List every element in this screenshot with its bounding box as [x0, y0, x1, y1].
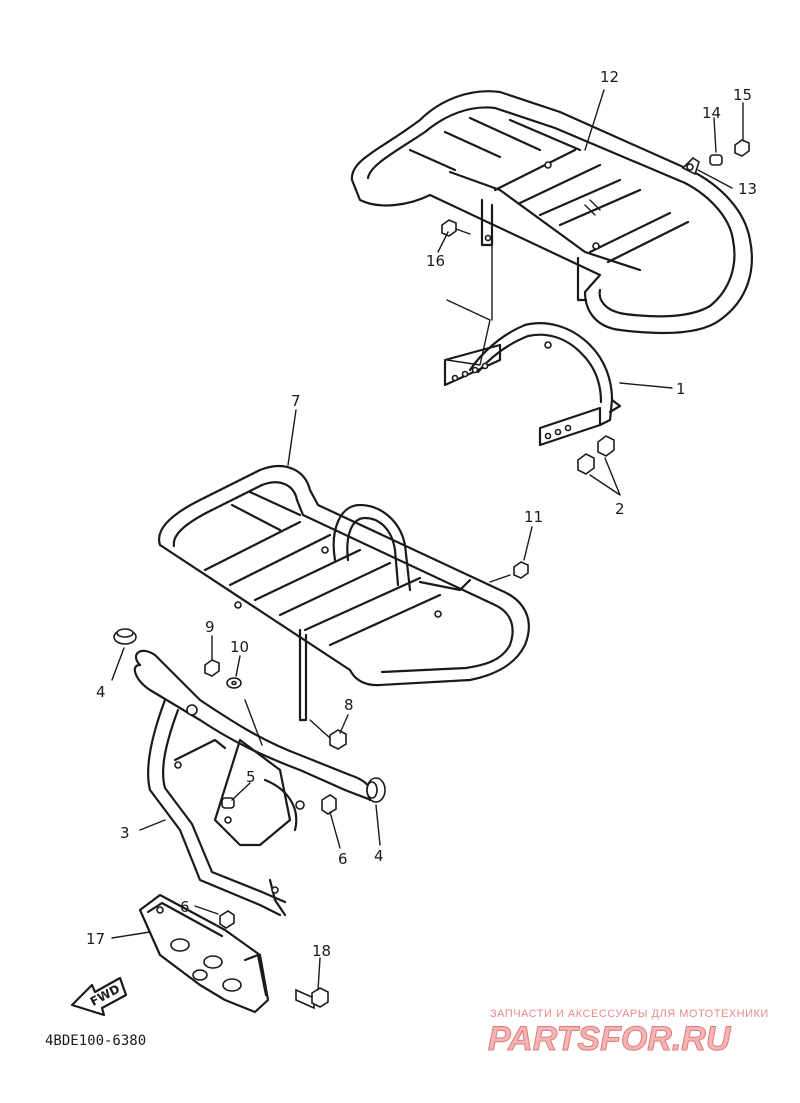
callout-18: 18	[312, 942, 331, 960]
clip-13	[681, 156, 700, 176]
callout-12: 12	[600, 68, 619, 86]
callout-9: 9	[205, 618, 215, 636]
callout-13: 13	[738, 180, 757, 198]
callout-6-right: 6	[338, 850, 348, 868]
bolt-18	[295, 987, 329, 1010]
bolt-11	[513, 561, 529, 579]
skid-plate-17	[138, 893, 270, 1014]
bolt-2	[577, 435, 615, 475]
rear-carrier-bracket-1	[443, 244, 622, 447]
collar-14	[709, 154, 723, 166]
bolt-6	[219, 794, 337, 929]
callout-16: 16	[426, 252, 445, 270]
callout-8: 8	[344, 696, 354, 714]
callout-14: 14	[702, 104, 721, 122]
callout-4-right: 4	[374, 847, 384, 865]
bolt-8	[309, 719, 347, 750]
callout-10: 10	[230, 638, 249, 656]
callout-7: 7	[291, 392, 301, 410]
callout-17: 17	[86, 930, 105, 948]
grommet-4	[113, 628, 386, 803]
callout-6-left: 6	[180, 898, 190, 916]
bolt-16	[441, 219, 471, 237]
bolt-15	[734, 139, 750, 157]
front-carrier-7	[157, 465, 530, 722]
diagram-code: 4BDE100-6380	[45, 1033, 146, 1049]
callout-4-left: 4	[96, 683, 106, 701]
leader-lines	[111, 89, 744, 991]
callout-1: 1	[676, 380, 686, 398]
callout-5: 5	[246, 768, 256, 786]
watermark-tagline: ЗАПЧАСТИ И АКСЕССУАРЫ ДЛЯ МОТОТЕХНИКИ	[490, 1008, 769, 1020]
fwd-arrow-icon	[70, 976, 128, 1017]
nut-9	[204, 659, 220, 677]
callout-15: 15	[733, 86, 752, 104]
callout-11: 11	[524, 508, 543, 526]
watermark-site: PARTSFOR.RU	[488, 1020, 732, 1058]
callout-2: 2	[615, 500, 625, 518]
callout-3: 3	[120, 824, 130, 842]
washer-10	[226, 677, 263, 746]
nut-5	[221, 797, 235, 809]
front-frame-3	[133, 649, 373, 917]
rear-carrier-12	[350, 90, 753, 335]
